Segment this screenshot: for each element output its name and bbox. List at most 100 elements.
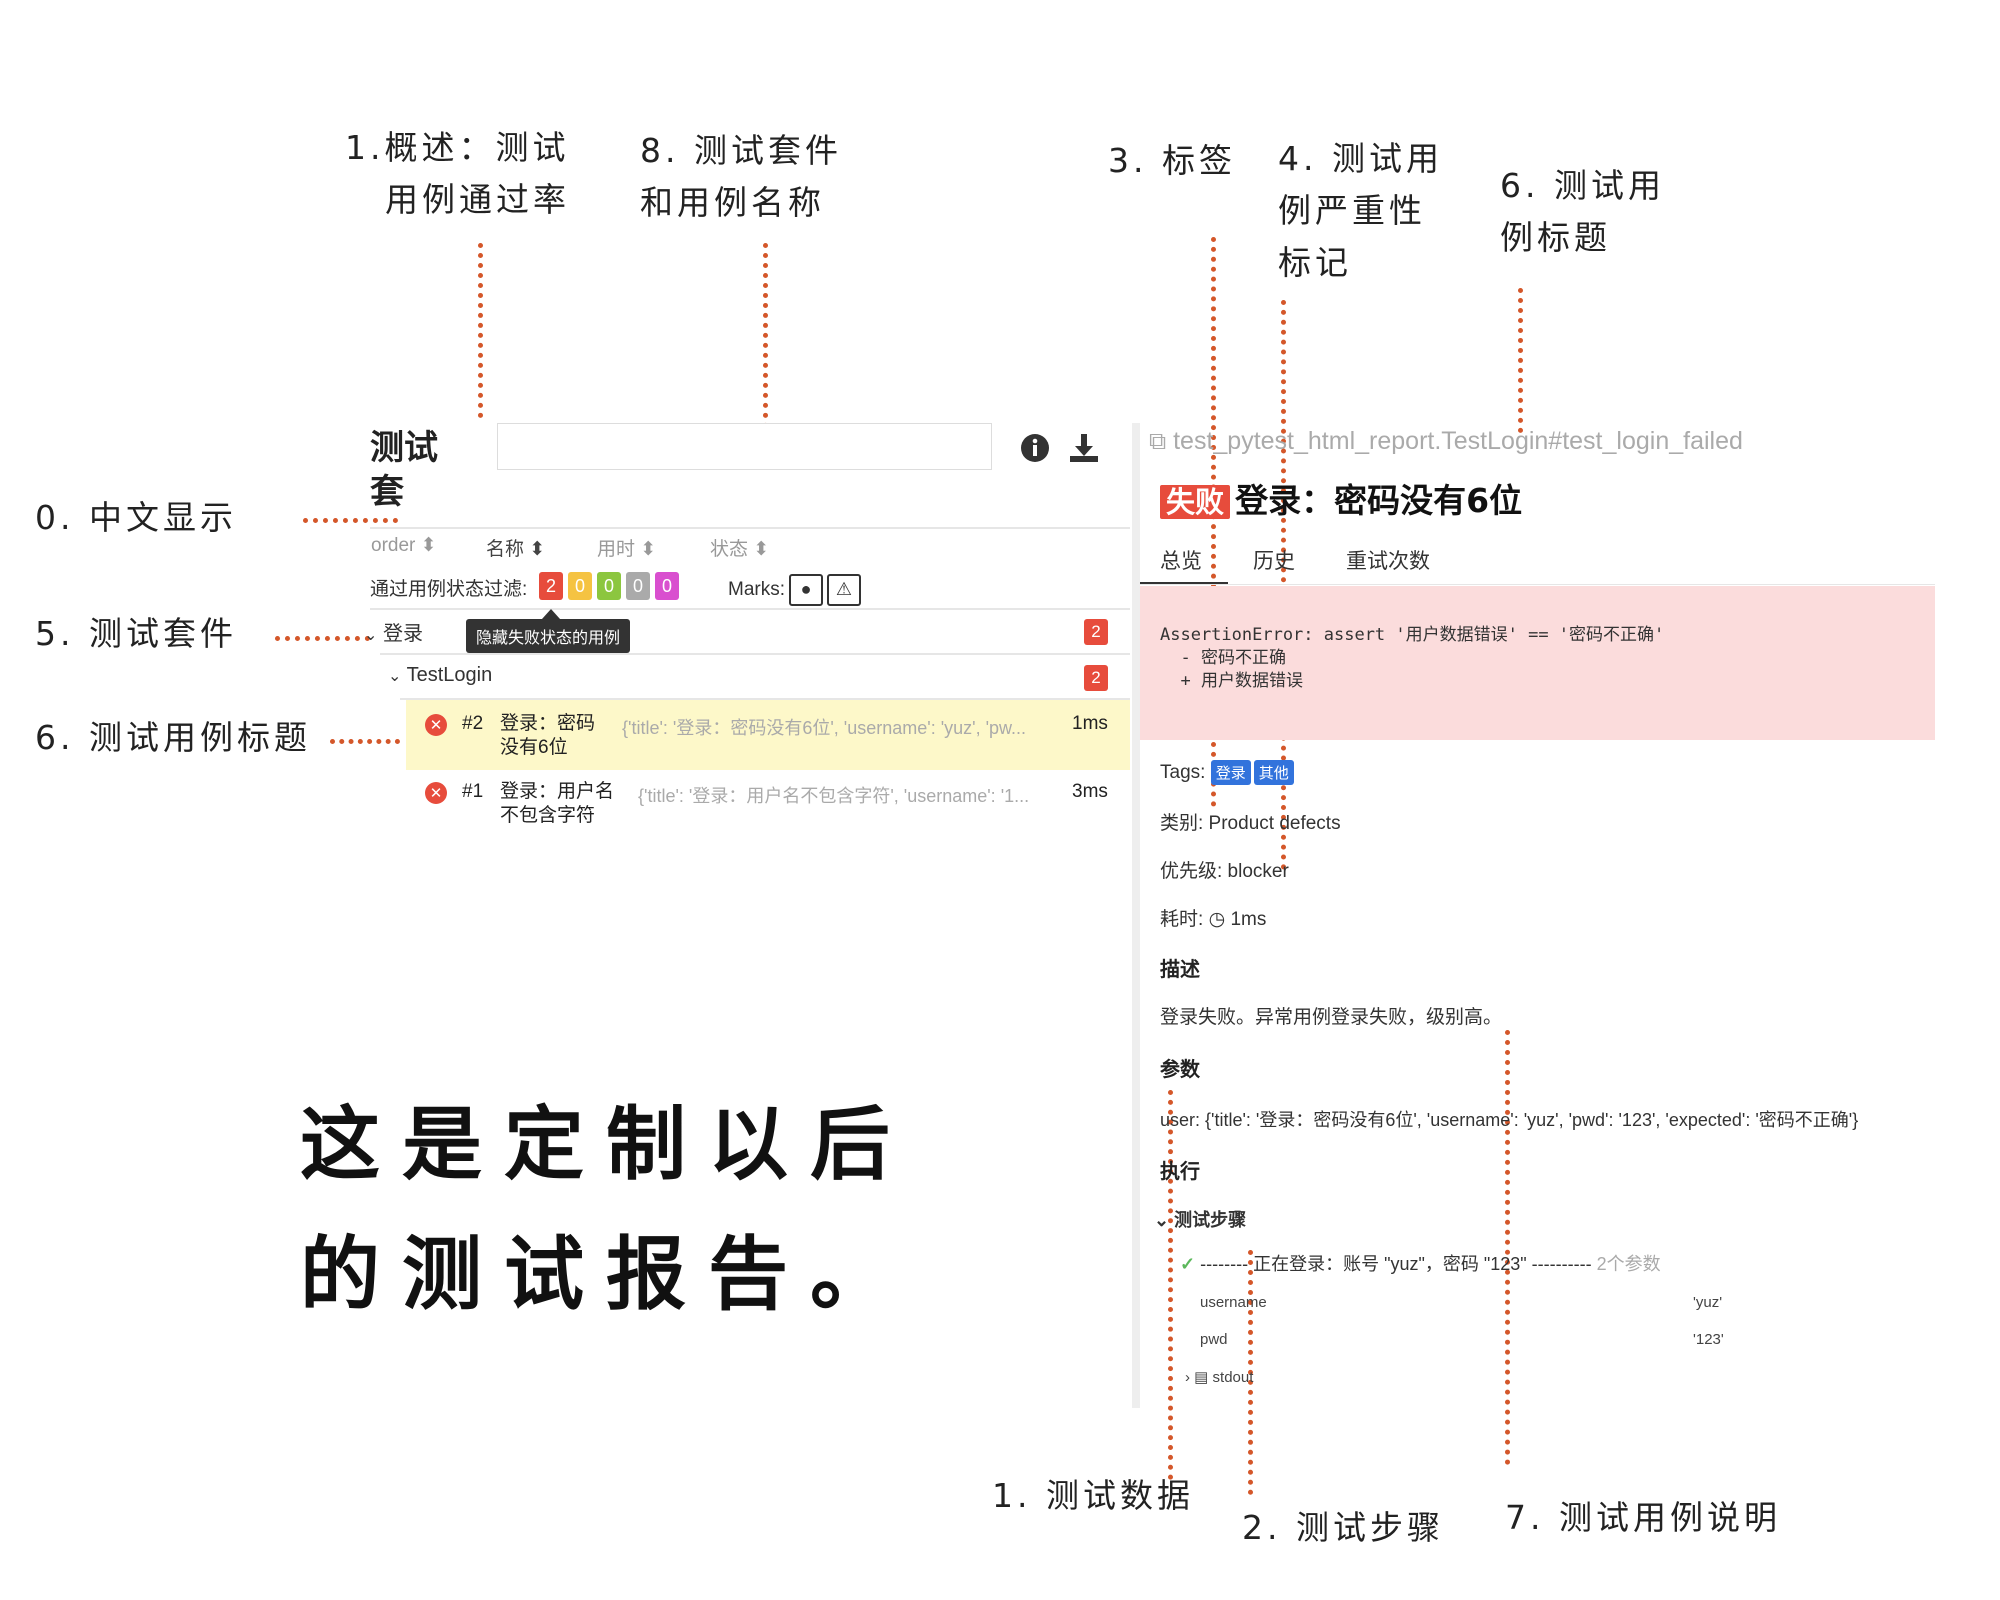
annotation-case-title-top: 6. 测试用 例标题 bbox=[1500, 160, 1665, 264]
suite-panel-title: 测试套 bbox=[370, 428, 438, 512]
case-path-text: test_pytest_html_report.TestLogin#test_l… bbox=[1173, 427, 1743, 455]
case-header: 失败 登录：密码没有6位 bbox=[1160, 474, 1522, 522]
sort-label: 用时 bbox=[597, 539, 636, 560]
case-title: 登录：用户名 不包含字符 bbox=[500, 780, 614, 828]
stdout-attachment[interactable]: › ▤ stdout bbox=[1185, 1368, 1253, 1386]
leader-line bbox=[1505, 1030, 1510, 1465]
case-title: 登录：密码 没有6位 bbox=[500, 712, 595, 760]
case-title-line: 登录：密码 bbox=[500, 713, 596, 734]
annotation-case-description: 7. 测试用例说明 bbox=[1505, 1498, 1781, 1537]
sort-name[interactable]: 名称 ⬍ bbox=[486, 534, 545, 561]
bomb-icon[interactable]: ● bbox=[789, 574, 823, 606]
case-params: {'title': '登录：用户名不包含字符', 'username': '1.… bbox=[638, 786, 1030, 806]
case-duration: 1ms bbox=[1072, 713, 1108, 734]
leader-line bbox=[1168, 1090, 1173, 1480]
annotation-line: 6. 测试用 bbox=[1500, 166, 1665, 205]
download-icon[interactable] bbox=[1067, 432, 1101, 464]
duration-label: 耗时: bbox=[1160, 909, 1204, 930]
filter-unknown[interactable]: 0 bbox=[655, 572, 679, 600]
annotation-test-steps: 2. 测试步骤 bbox=[1242, 1508, 1444, 1547]
sort-duration[interactable]: 用时 ⬍ bbox=[597, 534, 656, 561]
info-icon[interactable] bbox=[1020, 433, 1050, 463]
sort-status[interactable]: 状态 ⬍ bbox=[710, 534, 769, 561]
annotation-line: 4. 测试用 bbox=[1278, 139, 1443, 178]
annotation-line: 标记 bbox=[1278, 243, 1352, 282]
leader-line bbox=[763, 243, 768, 448]
leader-line bbox=[1518, 288, 1523, 433]
error-diff-line: + 用户数据错误 bbox=[1160, 671, 1303, 691]
active-tab-indicator bbox=[1140, 582, 1228, 585]
case-title-heading: 登录：密码没有6位 bbox=[1235, 481, 1523, 520]
class-name: TestLogin bbox=[406, 664, 493, 686]
tags-field: Tags: 登录其他 bbox=[1160, 760, 1297, 785]
step-param-count: 2个参数 bbox=[1596, 1254, 1661, 1274]
leader-line bbox=[275, 636, 370, 641]
param-value: 'yuz' bbox=[1693, 1294, 1723, 1311]
leader-line bbox=[330, 739, 400, 744]
fail-icon: ✕ bbox=[425, 782, 447, 804]
annotation-test-suite: 5. 测试套件 bbox=[35, 614, 237, 653]
error-diff-line: - 密码不正确 bbox=[1160, 648, 1286, 668]
filter-skipped[interactable]: 0 bbox=[626, 572, 650, 600]
annotation-test-data: 1. 测试数据 bbox=[992, 1476, 1194, 1515]
annotation-line: 例标题 bbox=[1500, 218, 1611, 257]
sort-label: order bbox=[371, 535, 416, 556]
parameters-text: user: {'title': '登录：密码没有6位', 'username':… bbox=[1160, 1110, 1859, 1130]
warning-icon[interactable]: ⚠ bbox=[827, 574, 861, 606]
sort-label: 名称 bbox=[486, 539, 525, 560]
divider bbox=[380, 653, 1130, 655]
annotation-tags: 3. 标签 bbox=[1108, 141, 1236, 180]
annotation-overview: 1.概述：测试 用例通过率 bbox=[345, 122, 570, 226]
tab-history[interactable]: 历史 bbox=[1253, 550, 1295, 573]
sort-order[interactable]: order ⬍ bbox=[371, 534, 437, 557]
filter-failed[interactable]: 2 bbox=[539, 572, 563, 600]
leader-line bbox=[478, 243, 483, 418]
annotation-suite-case-name: 8. 测试套件 和用例名称 bbox=[640, 125, 842, 229]
tab-retries[interactable]: 重试次数 bbox=[1346, 550, 1430, 573]
filter-broken[interactable]: 0 bbox=[568, 572, 592, 600]
sort-icon: ⬍ bbox=[753, 539, 770, 560]
tab-overview[interactable]: 总览 bbox=[1160, 550, 1202, 573]
duration-field: 耗时: ◷ 1ms bbox=[1160, 904, 1266, 931]
divider bbox=[400, 698, 1130, 700]
status-filter-label: 通过用例状态过滤: bbox=[370, 579, 528, 600]
steps-section[interactable]: ⌄ 测试步骤 bbox=[1154, 1206, 1246, 1232]
chevron-down-icon: ⌄ bbox=[364, 627, 378, 644]
check-icon: ✓ bbox=[1180, 1254, 1196, 1274]
status-badge: 失败 bbox=[1160, 485, 1231, 519]
category-field: 类别: Product defects bbox=[1160, 813, 1341, 834]
panel-splitter[interactable] bbox=[1132, 423, 1140, 1408]
marks-filter: Marks:●⚠ bbox=[728, 574, 861, 606]
chevron-down-icon: ⌄ bbox=[1154, 1210, 1170, 1230]
annotation-chinese-display: 0. 中文显示 bbox=[35, 498, 237, 537]
divider bbox=[1140, 584, 1935, 585]
test-case-row[interactable]: ✕ #2 登录：密码 没有6位 {'title': '登录：密码没有6位', '… bbox=[406, 700, 1130, 770]
sort-icon: ⬍ bbox=[420, 535, 437, 556]
suite-count-badge: 2 bbox=[1084, 619, 1108, 645]
execution-heading: 执行 bbox=[1160, 1159, 1200, 1183]
chevron-down-icon: ⌄ bbox=[388, 668, 402, 685]
sort-icon: ⬍ bbox=[529, 539, 546, 560]
param-key: username bbox=[1200, 1294, 1267, 1311]
divider bbox=[370, 608, 1130, 610]
step-row[interactable]: ✓ -------- 正在登录：账号 "yuz"，密码 "123" ------… bbox=[1180, 1250, 1661, 1276]
annotation-line: 8. 测试套件 bbox=[640, 131, 842, 170]
search-input[interactable] bbox=[497, 423, 992, 470]
leader-line bbox=[303, 518, 398, 523]
suite-row-login[interactable]: ⌄ 登录 bbox=[364, 617, 423, 646]
case-duration: 3ms bbox=[1072, 781, 1108, 802]
copy-icon[interactable]: ⧉ bbox=[1149, 428, 1167, 455]
class-row-testlogin[interactable]: ⌄ TestLogin bbox=[388, 664, 492, 687]
tag-pill[interactable]: 其他 bbox=[1253, 760, 1294, 785]
annotation-line: 和用例名称 bbox=[640, 183, 825, 222]
param-value: '123' bbox=[1693, 1331, 1724, 1348]
test-case-row[interactable]: ✕ #1 登录：用户名 不包含字符 {'title': '登录：用户名不包含字符… bbox=[406, 772, 1130, 842]
leader-line bbox=[1281, 300, 1286, 870]
description-heading: 描述 bbox=[1160, 957, 1200, 981]
severity-field: 优先级: blocker bbox=[1160, 861, 1289, 882]
file-icon: ▤ bbox=[1194, 1369, 1209, 1386]
tag-pill[interactable]: 登录 bbox=[1210, 760, 1251, 785]
caption-line-2: 的测试报告。 bbox=[300, 1228, 912, 1321]
filter-passed[interactable]: 0 bbox=[597, 572, 621, 600]
